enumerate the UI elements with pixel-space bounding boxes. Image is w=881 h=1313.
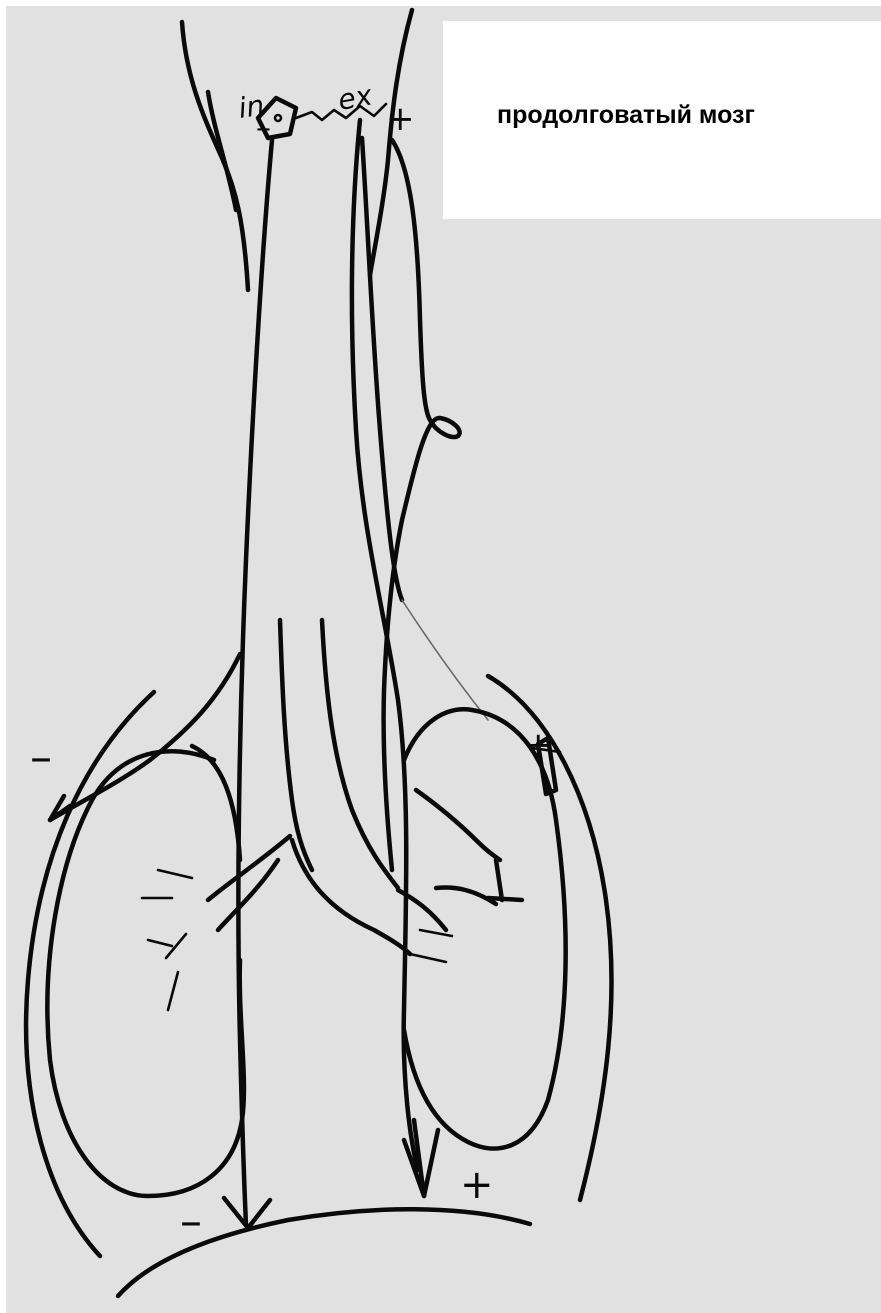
left-lung-contour: [47, 751, 244, 1196]
vagal-afferent-fiber: [384, 140, 460, 870]
caption-box: продолговатый мозг: [443, 21, 881, 219]
left-lung-hilum-curve: [192, 746, 240, 860]
trachea-left-inner-wall: [280, 620, 312, 870]
left-bronchiole-5: [168, 972, 178, 1010]
plus-sign-right: +: [524, 725, 553, 765]
plus-sign-bottom: +: [460, 1162, 494, 1208]
right-branch-stroke: [436, 888, 496, 904]
right-lung-hilum: [416, 790, 500, 860]
expiration-label: ex: [335, 78, 374, 116]
minus-sign-bottom: –: [180, 1196, 202, 1247]
inspiratory-center-dot: [275, 115, 281, 121]
left-main-bronchus: [208, 836, 290, 900]
neck-left-contour: [182, 22, 248, 290]
left-bronchiole-3: [148, 940, 172, 946]
right-bronchiole-1: [410, 954, 446, 962]
trachea-right-thin: [402, 600, 488, 720]
neck-left-inner: [208, 92, 236, 210]
minus-sign-top: –: [256, 111, 271, 146]
minus-sign-left: –: [30, 732, 52, 783]
medulla-caption: продолговатый мозг: [497, 101, 755, 130]
plus-sign-top: +: [386, 99, 415, 139]
right-bracket: [488, 860, 522, 900]
left-bronchiole-1: [158, 870, 192, 878]
